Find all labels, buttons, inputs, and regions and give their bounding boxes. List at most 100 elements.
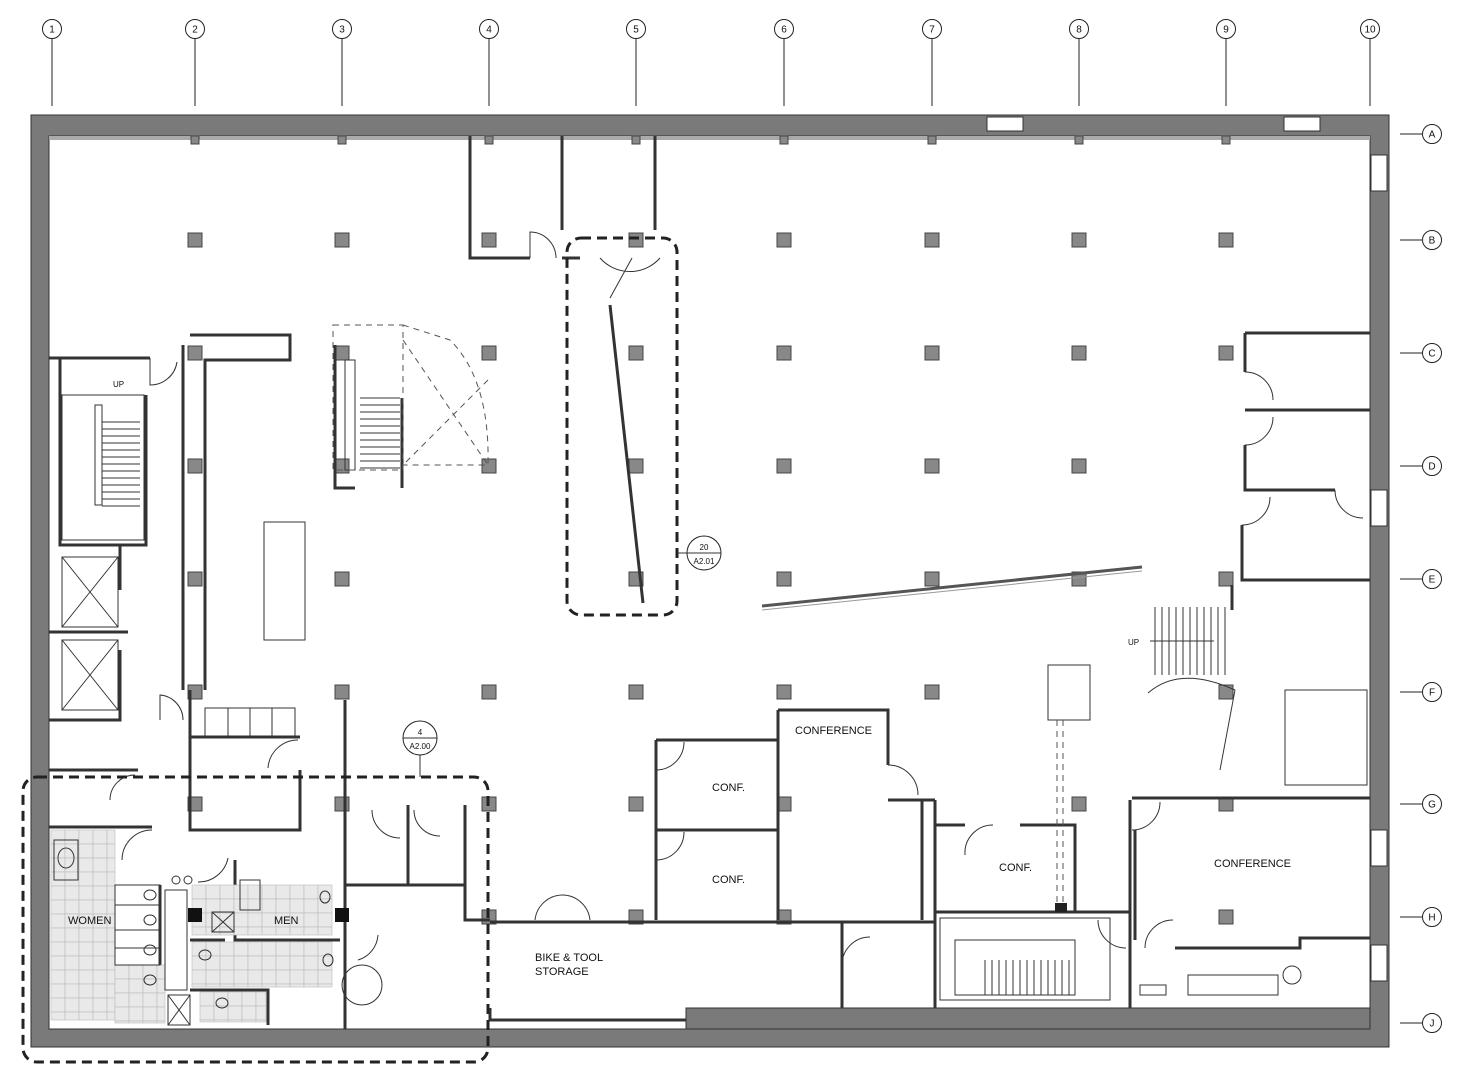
- grid-label-row: F: [1429, 688, 1435, 699]
- column: [628, 232, 644, 248]
- column: [779, 135, 789, 145]
- grid-bubble-col: [1216, 19, 1236, 39]
- exterior-wall: [30, 114, 1390, 1048]
- grid-label-col: 7: [929, 25, 935, 36]
- column: [187, 571, 203, 587]
- column: [1221, 135, 1231, 145]
- grid-bubble-col: [42, 19, 62, 39]
- column: [628, 684, 644, 700]
- callout-20-sheet: A2.01: [694, 557, 715, 566]
- column: [776, 684, 792, 700]
- column: [776, 345, 792, 361]
- column: [334, 796, 350, 812]
- column: [190, 135, 200, 145]
- grid-label-col: 2: [192, 25, 198, 36]
- column: [484, 135, 494, 145]
- grid-bubble-col: [1069, 19, 1089, 39]
- column: [1071, 232, 1087, 248]
- grid-label-col: 4: [486, 25, 492, 36]
- column: [1218, 571, 1234, 587]
- callout-4-number: 4: [418, 728, 423, 737]
- grid-bubble-row: [1422, 124, 1442, 144]
- column: [924, 458, 940, 474]
- column: [927, 135, 937, 145]
- grid-label-col: 1: [49, 25, 55, 36]
- grid-label-row: J: [1430, 1019, 1435, 1030]
- room-label-bike-line2: STORAGE: [535, 966, 589, 978]
- grid-bubble-col: [185, 19, 205, 39]
- grid-bubble-row: [1422, 794, 1442, 814]
- column: [481, 684, 497, 700]
- column: [776, 232, 792, 248]
- detail-boundaries: [21, 236, 679, 1064]
- column: [334, 458, 350, 474]
- row-grid: A B C D E F G H J: [1400, 124, 1442, 1033]
- curved-stair-rail: [1147, 677, 1236, 694]
- room-label-bike-line1: BIKE & TOOL: [535, 952, 603, 964]
- column: [776, 458, 792, 474]
- room-label-conf-3: CONF.: [999, 862, 1032, 874]
- column: [1071, 796, 1087, 812]
- column: [481, 458, 497, 474]
- grid-label-col: 6: [781, 25, 787, 36]
- column: [628, 458, 644, 474]
- column: [1218, 345, 1234, 361]
- grid-bubble-col: [332, 19, 352, 39]
- column: [334, 232, 350, 248]
- grid-label-col: 3: [339, 25, 345, 36]
- room-label-conference-top: CONFERENCE: [795, 725, 872, 737]
- callout-4: 4 A2.00: [402, 720, 438, 777]
- column: [776, 571, 792, 587]
- stair-up-label-left: UP: [113, 380, 124, 389]
- column: [1218, 909, 1234, 925]
- doors: [109, 231, 1364, 1006]
- stair-up-label-right: UP: [1128, 638, 1139, 647]
- column: [187, 232, 203, 248]
- grid-bubble-row: [1422, 1013, 1442, 1033]
- room-label-conf-2: CONF.: [712, 874, 745, 886]
- detail-boundary-20: [565, 236, 679, 617]
- column: [334, 684, 350, 700]
- column: [187, 458, 203, 474]
- grid-bubble-col: [1360, 19, 1380, 39]
- callout-20-number: 20: [700, 543, 709, 552]
- grid-label-row: C: [1428, 349, 1435, 360]
- column: [1071, 458, 1087, 474]
- column: [337, 135, 347, 145]
- grid-label-row: A: [1429, 130, 1436, 141]
- stairs: UP UP: [61, 324, 1236, 996]
- grid-bubble-col: [479, 19, 499, 39]
- column: [924, 571, 940, 587]
- column: [1218, 232, 1234, 248]
- grid-label-row: G: [1428, 800, 1436, 811]
- column: [334, 345, 350, 361]
- grid-bubble-row: [1422, 682, 1442, 702]
- grid-label-row: B: [1429, 236, 1436, 247]
- room-labels: CONFERENCE CONF. CONF. CONF. CONFERENCE …: [68, 725, 1291, 978]
- partition-walls: [49, 136, 1370, 1029]
- room-label-men: MEN: [274, 915, 299, 927]
- stair-left: [61, 394, 145, 541]
- grid-label-col: 8: [1076, 25, 1082, 36]
- restroom-fixtures: [53, 839, 349, 1026]
- column: [924, 345, 940, 361]
- room-label-women: WOMEN: [68, 915, 111, 927]
- column: [481, 232, 497, 248]
- column: [1218, 684, 1234, 700]
- column: [628, 796, 644, 812]
- grid-label-row: E: [1429, 575, 1436, 586]
- column: [628, 345, 644, 361]
- structural-columns: [187, 135, 1234, 925]
- grid-bubble-row: [1422, 343, 1442, 363]
- grid-label-col: 9: [1223, 25, 1229, 36]
- stair-right: [1150, 607, 1226, 675]
- stair-lower: [954, 939, 1076, 996]
- grid-bubble-col: [922, 19, 942, 39]
- column: [334, 571, 350, 587]
- grid-label-row: H: [1428, 913, 1435, 924]
- grid-bubble-row: [1422, 456, 1442, 476]
- grid-label-row: D: [1428, 462, 1435, 473]
- grid-label-col: 10: [1364, 25, 1376, 36]
